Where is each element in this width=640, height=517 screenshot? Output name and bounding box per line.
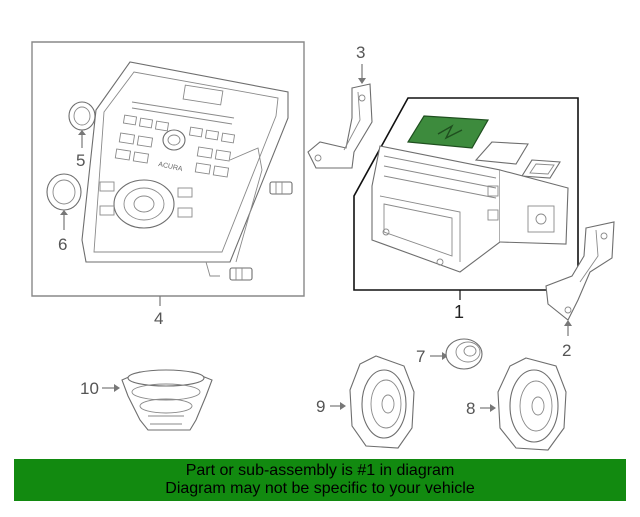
audio-panel: ACURA [81, 61, 289, 277]
knob-part-5 [68, 101, 96, 148]
woofer-part-10 [121, 369, 213, 431]
unit-box [353, 97, 579, 291]
head-unit [371, 145, 569, 273]
highlighted-module [406, 115, 489, 149]
speaker-part-8 [497, 357, 567, 451]
square-clip [521, 159, 561, 179]
bracket-part-3 [307, 83, 373, 169]
clip-upper [269, 181, 293, 195]
callout-1: 1 [454, 302, 464, 322]
banner-line-2: Diagram may not be specific to your vehi… [165, 480, 475, 497]
callout-8: 8 [466, 399, 475, 418]
speaker-part-9 [349, 355, 415, 449]
callout-7: 7 [416, 347, 425, 366]
callout-5: 5 [76, 151, 85, 170]
callout-2: 2 [562, 341, 571, 360]
info-banner: Part or sub-assembly is #1 in diagram Di… [14, 459, 626, 501]
clip-lower [229, 267, 253, 281]
callout-3: 3 [356, 43, 365, 62]
tweeter-part-7 [445, 338, 483, 370]
callout-6: 6 [58, 235, 67, 254]
callout-9: 9 [316, 397, 325, 416]
banner-line-1: Part or sub-assembly is #1 in diagram [185, 462, 455, 479]
panel-box [31, 41, 305, 297]
callout-10: 10 [80, 379, 99, 398]
knob-part-6 [46, 173, 82, 230]
plate [474, 141, 529, 165]
callout-4: 4 [154, 309, 163, 328]
